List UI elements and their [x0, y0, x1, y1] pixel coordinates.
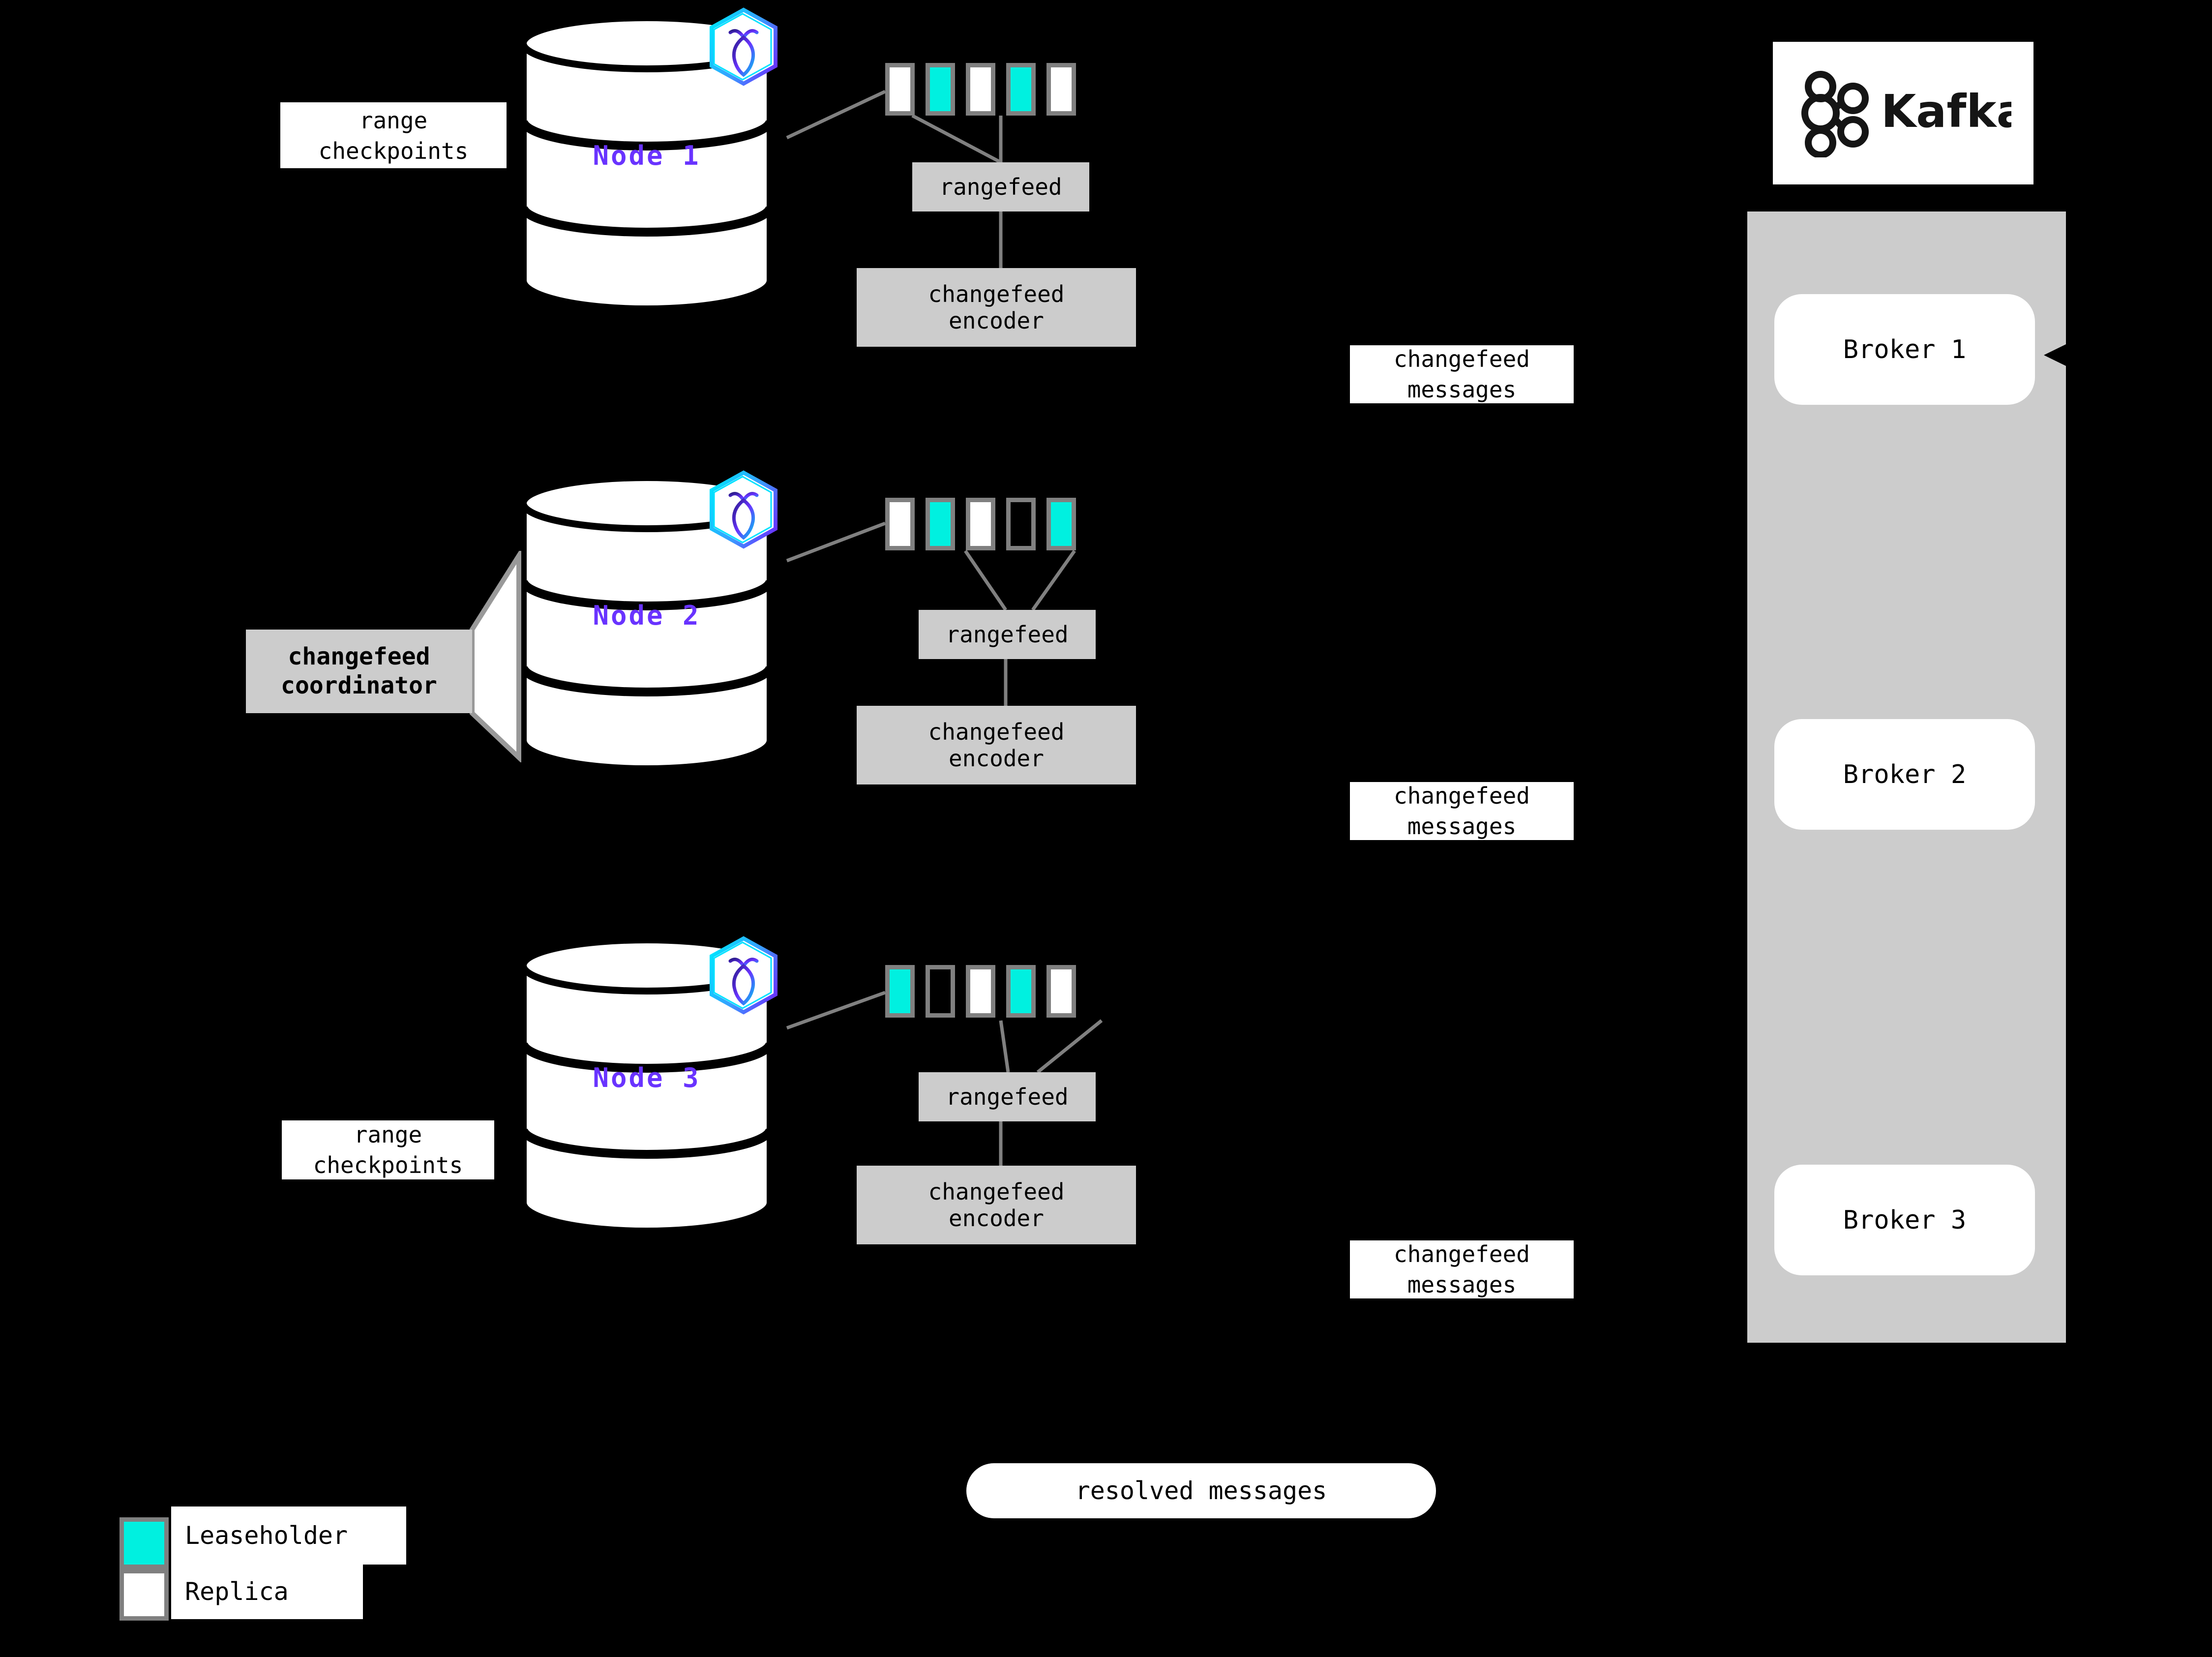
broker-2: Broker 2 — [1774, 719, 2035, 830]
node-2-label: Node 2 — [593, 600, 701, 631]
range-box-leaseholder — [885, 965, 915, 1018]
node-1-cylinder: Node 1 — [516, 15, 777, 315]
changefeed-coordinator-callout: changefeed coordinator — [246, 551, 521, 762]
range-box-replica — [966, 498, 995, 550]
cockroachdb-logo-icon — [707, 7, 780, 88]
node-1-range-row — [885, 63, 1076, 116]
node-1-changefeed-encoder-box: changefeed encoder — [857, 268, 1136, 347]
node-3-range-checkpoints-label: range checkpoints — [282, 1120, 494, 1179]
node-3-range-row — [885, 965, 1076, 1018]
node-3-rangefeed-box: rangefeed — [919, 1072, 1096, 1121]
broker-3: Broker 3 — [1774, 1165, 2035, 1275]
cockroachdb-logo-icon — [707, 935, 780, 1017]
node-2-range-row — [885, 498, 1076, 550]
node-1-label: Node 1 — [593, 140, 701, 171]
range-box-leaseholder — [926, 63, 955, 116]
node-2-changefeed-encoder-box: changefeed encoder — [857, 706, 1136, 784]
range-box-leaseholder — [926, 498, 955, 550]
range-box-empty — [1006, 498, 1036, 550]
kafka-node-graph-icon: Kafka — [1801, 71, 2011, 157]
range-box-leaseholder — [1046, 498, 1076, 550]
changefeed-messages-label-3: changefeed messages — [1350, 1240, 1574, 1298]
range-box-empty — [926, 965, 955, 1018]
legend-swatch-leaseholder — [120, 1517, 169, 1569]
node-3-label: Node 3 — [593, 1062, 701, 1093]
changefeed-coordinator-label: changefeed coordinator — [246, 630, 472, 713]
resolved-messages-pill: resolved messages — [966, 1463, 1436, 1518]
range-box-replica — [1046, 63, 1076, 116]
kafka-logo: Kafka — [1773, 42, 2033, 184]
broker-1: Broker 1 — [1774, 294, 2035, 405]
node-1-rangefeed-box: rangefeed — [912, 162, 1089, 211]
range-box-leaseholder — [1006, 63, 1036, 116]
changefeed-messages-label-1: changefeed messages — [1350, 345, 1574, 403]
node-1-range-checkpoints-label: range checkpoints — [280, 102, 507, 168]
range-box-replica — [885, 498, 915, 550]
kafka-wordmark: Kafka — [1881, 85, 2011, 138]
range-box-replica — [966, 63, 995, 116]
legend-swatch-replica — [120, 1569, 169, 1621]
legend-label-leaseholder: Leaseholder — [171, 1506, 406, 1565]
changefeed-messages-label-2: changefeed messages — [1350, 782, 1574, 840]
range-box-leaseholder — [1006, 965, 1036, 1018]
node-2-cylinder: Node 2 — [516, 475, 777, 775]
node-3-changefeed-encoder-box: changefeed encoder — [857, 1166, 1136, 1244]
legend-label-replica: Replica — [171, 1564, 363, 1619]
node-3-cylinder: Node 3 — [516, 937, 777, 1237]
cockroachdb-logo-icon — [707, 470, 780, 551]
range-box-replica — [966, 965, 995, 1018]
range-box-replica — [885, 63, 915, 116]
node-2-rangefeed-box: rangefeed — [919, 610, 1096, 659]
range-box-replica — [1046, 965, 1076, 1018]
